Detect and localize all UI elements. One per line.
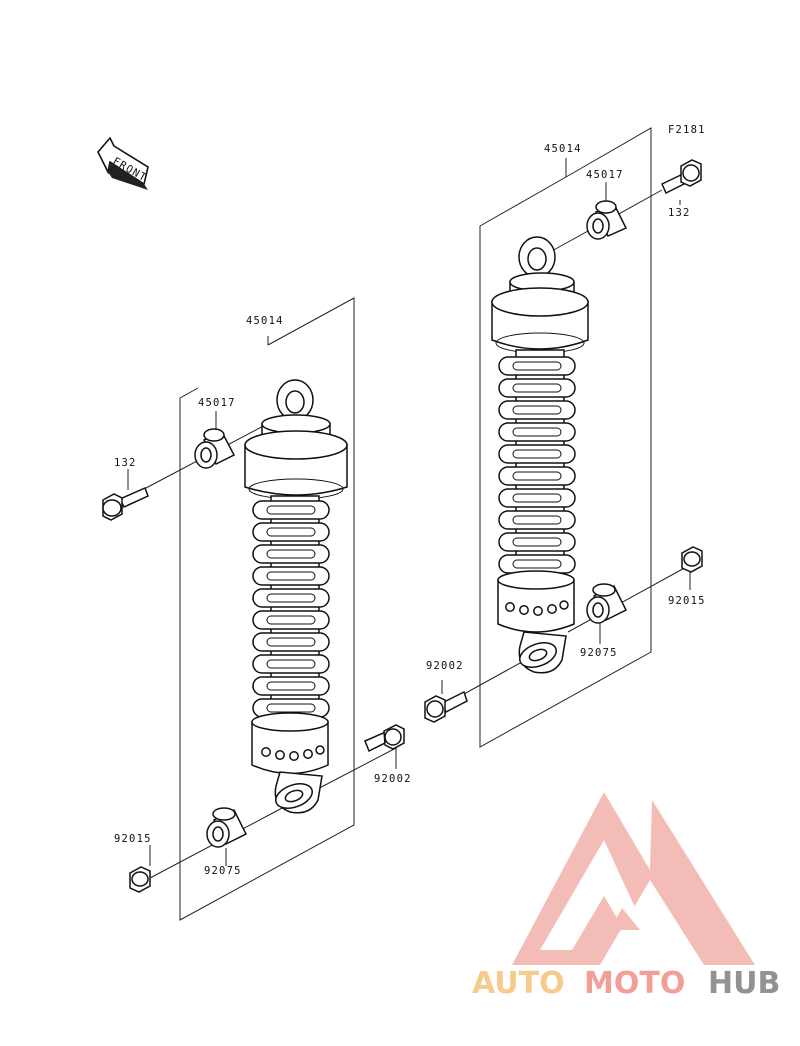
left-bottom-bolt <box>364 724 405 753</box>
watermark-logo: AUTO MOTO HUB <box>472 792 780 1001</box>
right-bottom-bolt-label: 92002 <box>426 660 464 672</box>
right-top-bushing-label: 45017 <box>586 169 624 181</box>
right-shock-assembly: 45014 45017 132 92015 92075 92002 <box>424 127 706 748</box>
right-bottom-bolt <box>424 690 468 723</box>
watermark-text-hub: HUB <box>708 966 780 1001</box>
left-shock-assembly: 45014 45017 132 92002 92015 92075 <box>102 297 412 921</box>
right-bottom-nut-label: 92015 <box>668 595 706 607</box>
left-top-bolt-label: 132 <box>114 457 137 469</box>
right-bottom-bushing <box>586 583 628 624</box>
right-bottom-bushing-label: 92075 <box>580 647 618 659</box>
watermark-text-auto: AUTO <box>472 966 565 1001</box>
left-absorber-label: 45014 <box>246 315 284 327</box>
left-top-bushing-label: 45017 <box>198 397 236 409</box>
left-bottom-bushing <box>206 807 248 848</box>
right-bottom-eye <box>518 631 567 674</box>
right-top-bolt <box>661 159 702 195</box>
left-bottom-nut-label: 92015 <box>114 833 152 845</box>
left-bottom-bushing-label: 92075 <box>204 865 242 877</box>
right-lower-cup <box>497 570 575 633</box>
left-top-bushing <box>194 428 236 469</box>
left-bottom-eye <box>274 771 323 814</box>
watermark-text-moto: MOTO <box>584 966 685 1001</box>
front-arrow-icon: FRONT <box>97 136 149 190</box>
right-top-bolt-label: 132 <box>668 207 691 219</box>
left-bottom-bolt-label: 92002 <box>374 773 412 785</box>
right-upper-cap <box>491 272 589 354</box>
left-top-bolt <box>102 486 149 521</box>
right-top-bushing <box>586 200 628 240</box>
left-lower-cup <box>251 712 329 775</box>
right-bottom-nut <box>681 546 703 573</box>
figure-code: F2181 <box>668 124 706 136</box>
right-absorber-label: 45014 <box>544 143 582 155</box>
left-upper-cap <box>244 414 348 500</box>
left-bottom-nut <box>129 866 151 893</box>
